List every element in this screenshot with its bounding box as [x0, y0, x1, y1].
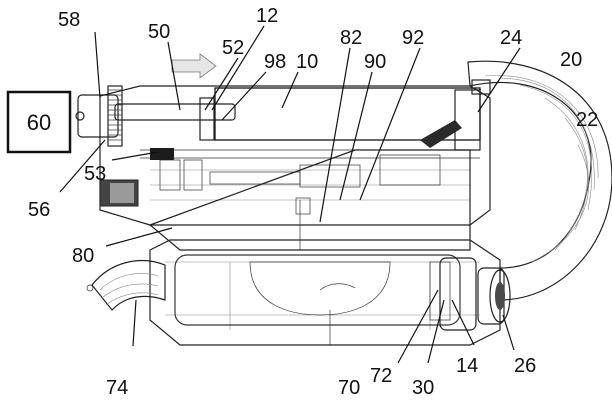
label-58: 58	[58, 9, 80, 31]
controller-box-label: 60	[27, 110, 51, 135]
right-end-block	[380, 80, 490, 185]
label-98: 98	[264, 51, 286, 73]
direction-arrow	[172, 54, 216, 78]
label-20: 20	[560, 49, 582, 71]
reservoir-housing	[150, 150, 500, 345]
cartridge-vial	[175, 255, 476, 330]
label-14: 14	[456, 355, 478, 377]
label-72: 72	[370, 365, 392, 387]
label-70: 70	[338, 377, 360, 399]
label-12: 12	[256, 5, 278, 27]
label-90: 90	[364, 51, 386, 73]
label-26: 26	[514, 355, 536, 377]
label-53: 53	[84, 163, 106, 185]
label-82: 82	[340, 27, 362, 49]
label-56: 56	[28, 199, 50, 221]
outlet-fitting	[478, 268, 510, 324]
label-92: 92	[402, 27, 424, 49]
label-80: 80	[72, 245, 94, 267]
label-30: 30	[412, 377, 434, 399]
nozzle-hook	[87, 261, 165, 310]
label-50: 50	[148, 21, 170, 43]
latch-block	[150, 148, 174, 160]
label-10: 10	[296, 51, 318, 73]
label-52: 52	[222, 37, 244, 59]
label-22: 22	[576, 109, 598, 131]
drive-rod	[115, 104, 235, 120]
label-24: 24	[500, 27, 522, 49]
label-74: 74	[106, 377, 128, 399]
